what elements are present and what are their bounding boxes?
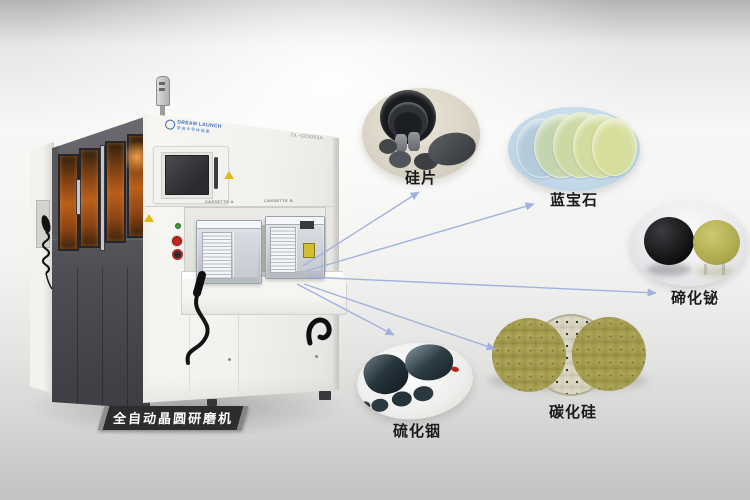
signal-tower xyxy=(156,76,170,106)
door-window xyxy=(105,141,126,243)
wafer-disc xyxy=(379,139,397,154)
door-pillar xyxy=(52,117,59,239)
cassette-chip xyxy=(300,221,314,229)
door-window xyxy=(79,148,100,248)
material-photo-bismuth-telluride xyxy=(630,202,748,286)
sic-wafer-right xyxy=(572,317,646,391)
machine-name-banner: 全自动晶圆研磨机 xyxy=(97,406,249,430)
panel-seam xyxy=(238,315,239,391)
touchscreen xyxy=(165,155,209,195)
material-photo-indium-sulfide xyxy=(353,337,477,425)
wafer-disc xyxy=(389,151,411,168)
door-knob xyxy=(315,355,318,358)
panel-seam xyxy=(145,206,333,207)
cassette-pane xyxy=(233,232,258,277)
panel-seam xyxy=(189,315,190,391)
machine-right-edge xyxy=(333,138,339,390)
brand-logo-icon xyxy=(164,119,176,131)
machine-name-text: 全自动晶圆研磨机 xyxy=(112,411,234,426)
machine-door-section xyxy=(52,115,150,409)
material-label-silicon-wafer: 硅片 xyxy=(404,170,437,187)
cassette-lid xyxy=(197,221,261,229)
panel-seam xyxy=(77,267,78,407)
black-wafer-disc xyxy=(644,217,694,265)
wafer-spool xyxy=(395,134,407,152)
panel-handle xyxy=(214,157,218,189)
reflection xyxy=(695,266,735,277)
wafer-stack xyxy=(270,227,296,273)
warning-triangle-icon xyxy=(144,214,154,222)
material-photo-sapphire xyxy=(508,107,640,191)
display-stand-leg xyxy=(722,264,725,275)
left-panel-window xyxy=(36,200,50,248)
red-glint xyxy=(450,365,460,373)
warning-triangle-icon xyxy=(224,171,234,179)
small-wafer xyxy=(358,400,371,411)
wafer-grinder-machine: DREAM LAUNCH 梦启半导体装备 DL-G03065A CASSETTE… xyxy=(19,60,353,452)
cassette-warning-sticker xyxy=(303,243,315,258)
panel-seam xyxy=(127,267,128,407)
wafer-spool xyxy=(408,132,420,151)
small-wafer xyxy=(391,390,413,408)
signal-tower-slit xyxy=(159,82,165,85)
cassette-a xyxy=(196,220,262,284)
cassette-gap xyxy=(259,225,266,277)
cassette-a-label: CASSETTE A xyxy=(205,199,234,204)
material-label-silicon-carbide: 碳化硅 xyxy=(548,404,597,421)
sic-wafer-left xyxy=(492,318,566,392)
door-glow xyxy=(126,137,148,177)
small-wafer xyxy=(412,385,435,403)
dark-wafer-shape xyxy=(404,343,454,382)
material-label-bismuth-telluride: 碲化铋 xyxy=(670,290,719,307)
door-knob xyxy=(228,358,231,361)
machine-foot xyxy=(207,399,217,406)
arrow-to-bismuth-telluride xyxy=(307,276,657,297)
small-wafer xyxy=(370,397,389,413)
emergency-stop-button xyxy=(172,236,182,246)
power-connector xyxy=(172,249,183,260)
cassette-lid xyxy=(266,217,324,225)
cassette-b xyxy=(265,216,325,279)
cassette-b-label: CASSETTE B xyxy=(264,198,293,203)
wafer-stack xyxy=(202,232,232,279)
material-label-sapphire: 蓝宝石 xyxy=(549,192,598,209)
material-label-indium-sulfide: 硫化铟 xyxy=(392,423,441,440)
machine-left-panel xyxy=(30,142,54,394)
display-stand-leg xyxy=(704,264,707,275)
status-led xyxy=(175,223,181,229)
signal-tower-pole xyxy=(160,104,165,117)
panel-seam xyxy=(102,267,103,407)
reflection xyxy=(647,263,691,276)
material-photo-silicon-wafer xyxy=(362,88,480,180)
olive-wafer-disc xyxy=(693,220,740,265)
door-handle xyxy=(76,179,81,215)
signal-tower-slit xyxy=(159,88,165,91)
door-handle xyxy=(100,145,105,251)
sapphire-disc xyxy=(592,118,637,176)
machine-foot xyxy=(319,391,331,400)
